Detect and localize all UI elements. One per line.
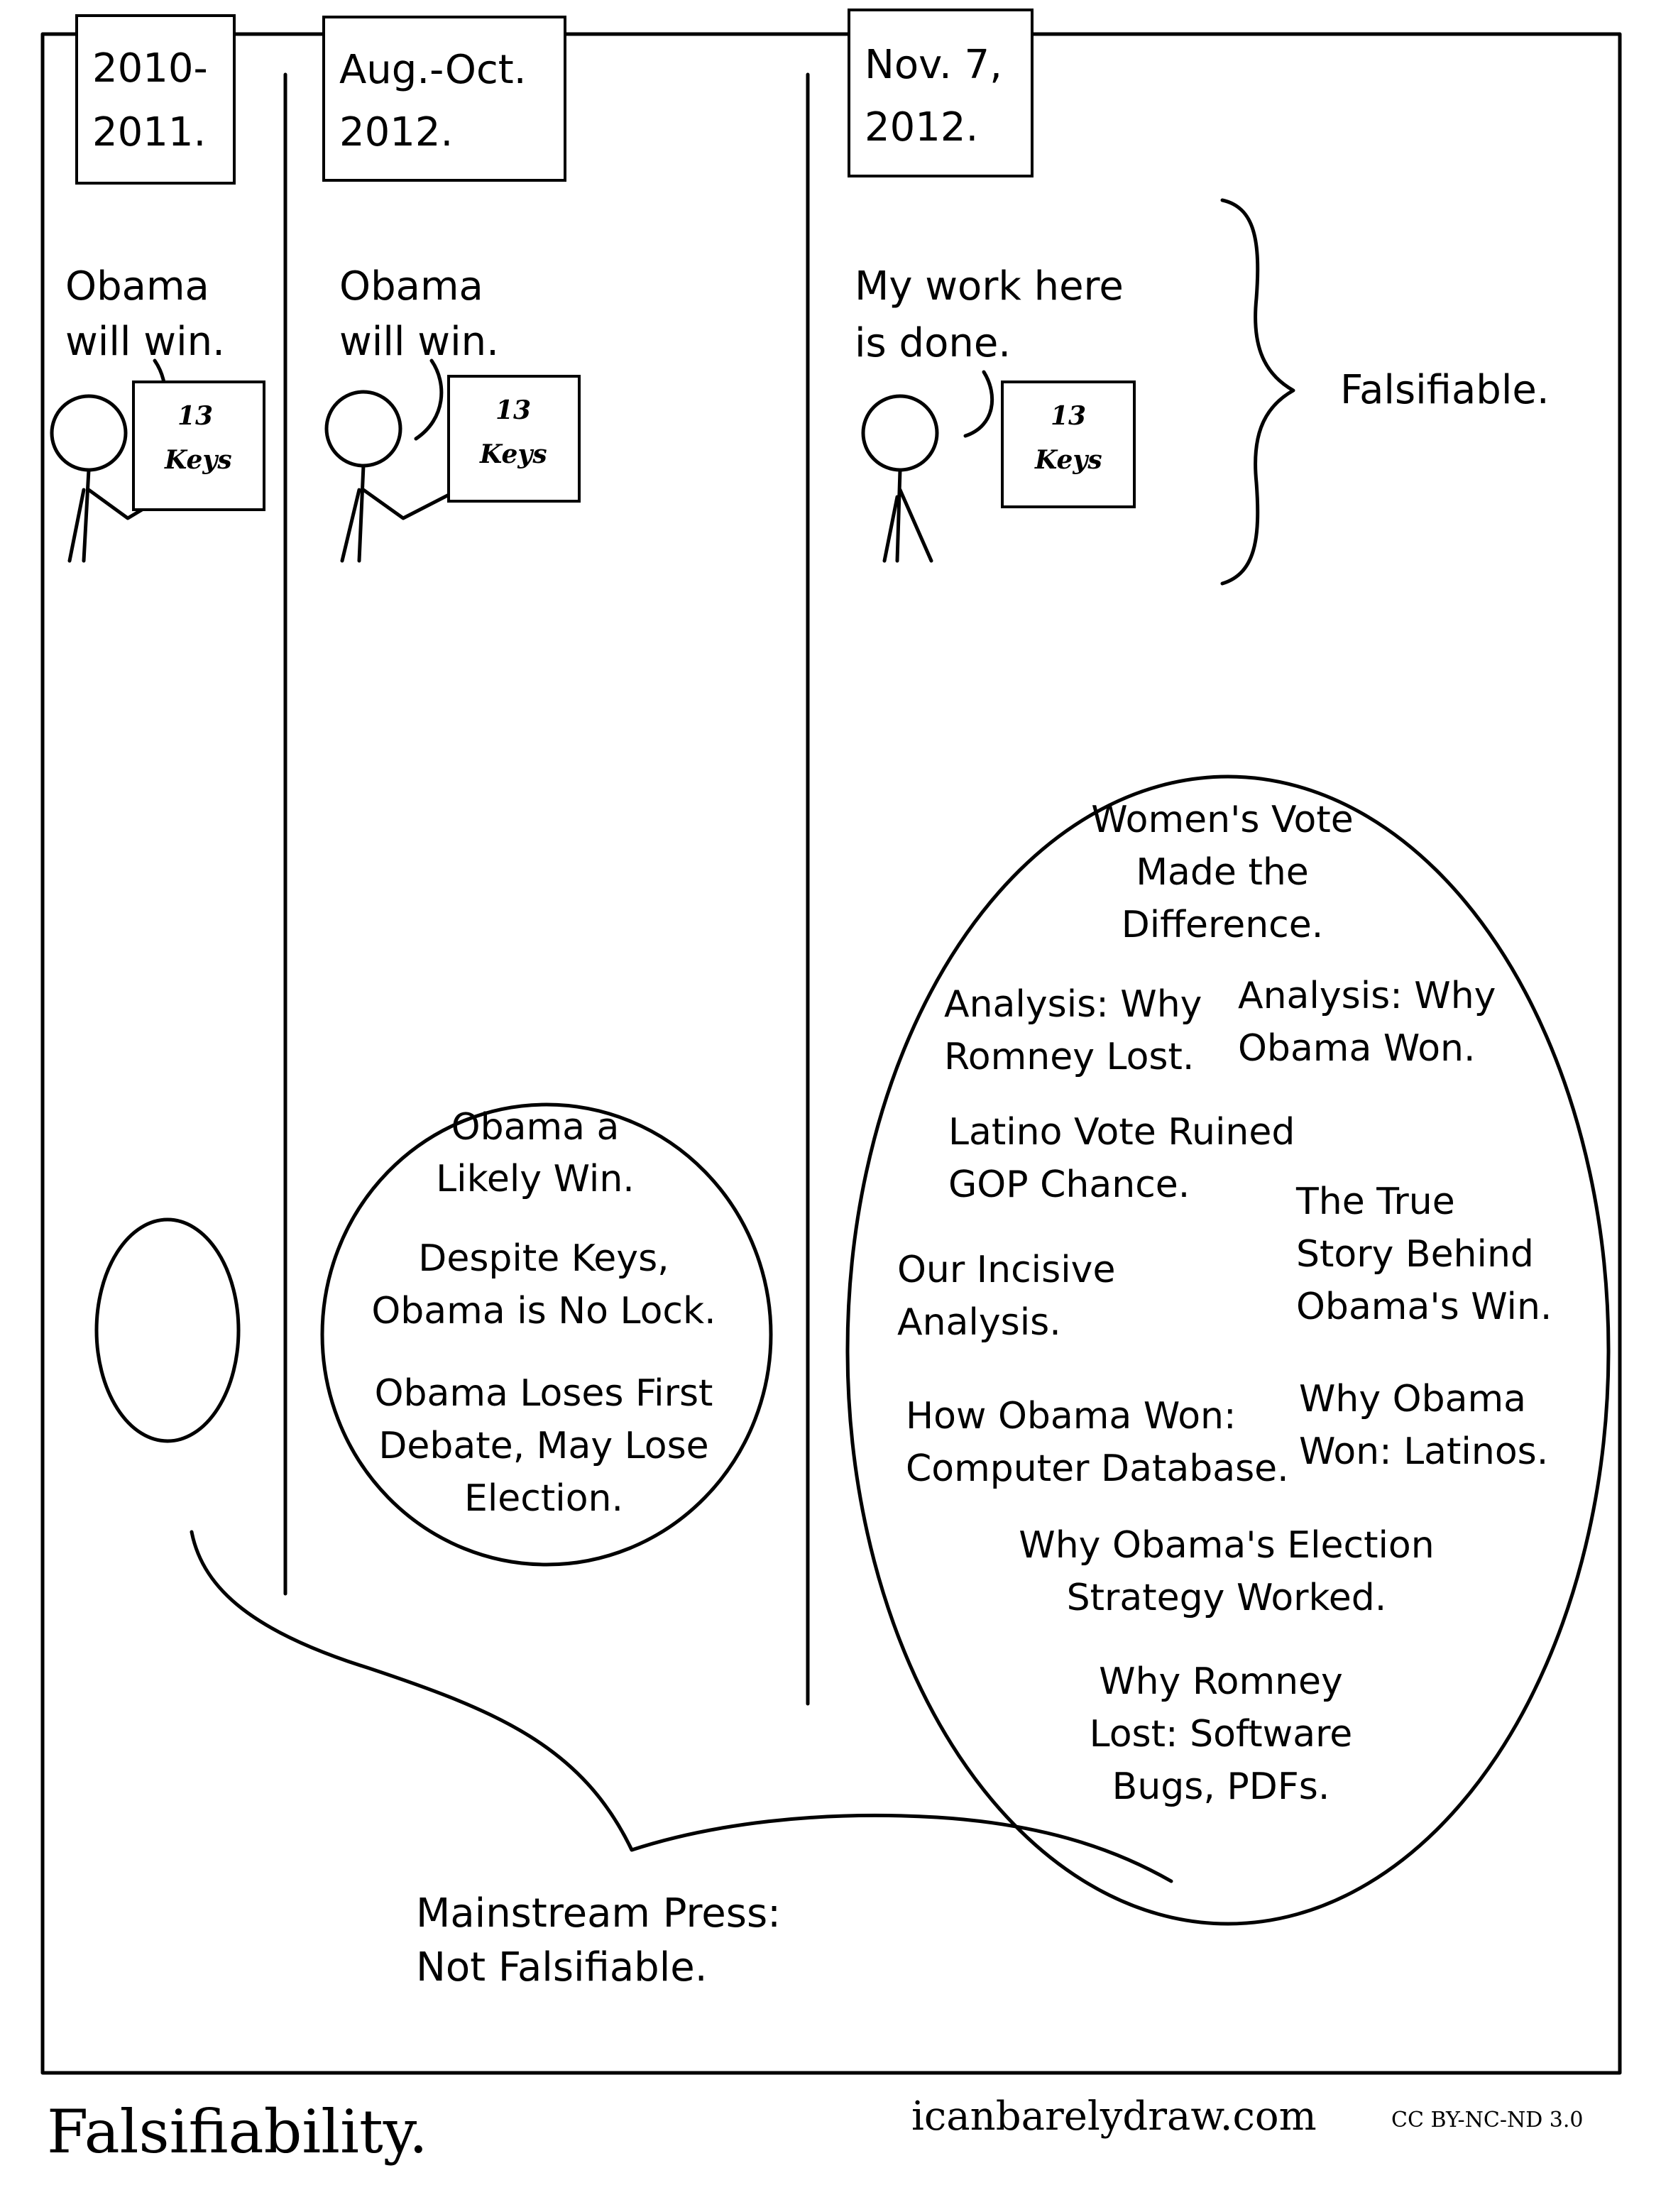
sign-13-keys-2: 13 Keys <box>447 375 581 503</box>
bottom-label-line: Mainstream Press: <box>416 1890 781 1937</box>
headline-line: Likely Win. <box>436 1158 635 1200</box>
comic-title: Falsifiability. <box>47 2097 428 2167</box>
headline-line: Lost: Software <box>1090 1713 1353 1756</box>
headline-line: Obama Loses First <box>375 1372 713 1415</box>
right-headlines: Women's Vote Made the Difference. Analys… <box>897 799 1552 1808</box>
headline-line: GOP Chance. <box>948 1164 1190 1206</box>
speech-line: My work here <box>855 263 1124 310</box>
headline-line: Why Obama's Election <box>1019 1524 1434 1567</box>
bottom-brace <box>190 1530 1173 1883</box>
headline-line: Obama's Win. <box>1296 1286 1552 1328</box>
caption-line: 2012. <box>339 109 453 155</box>
headline-line: Made the <box>1136 851 1309 894</box>
caption-box-nov-7-2012: Nov. 7, 2012. <box>848 9 1034 177</box>
caption-box-2010-2011: 2010- 2011. <box>75 14 236 185</box>
headline-line: Won: Latinos. <box>1299 1430 1548 1473</box>
speech-line: is done. <box>855 320 1011 366</box>
stick-figure-2 <box>324 358 455 563</box>
sign-13-keys-1: 13 Keys <box>132 380 265 511</box>
site-name: icanbarelydraw.com <box>911 2093 1317 2140</box>
headline-line: How Obama Won: <box>906 1395 1237 1438</box>
headline-line: Romney Lost. <box>944 1036 1194 1078</box>
headline-line: Analysis: Why <box>944 983 1202 1026</box>
headline-line: Women's Vote <box>1091 799 1353 841</box>
headline-line: Election. <box>464 1477 623 1520</box>
speech-line: will win. <box>339 319 499 365</box>
headline-line: Obama Won. <box>1238 1027 1476 1070</box>
empty-headline-bubble <box>94 1217 241 1443</box>
sign-number: 13 <box>495 395 531 425</box>
headline-line: Why Obama <box>1299 1378 1526 1420</box>
headline-bubble-aug-oct <box>320 1102 773 1567</box>
stick-figure-3 <box>861 370 994 563</box>
headline-line: Obama is No Lock. <box>371 1290 716 1332</box>
headline-line: Analysis: Why <box>1238 975 1496 1017</box>
headline-line: Story Behind <box>1296 1233 1534 1276</box>
headline-line: Debate, May Lose <box>378 1425 708 1467</box>
speech-line: will win. <box>65 319 225 365</box>
caption-line: 2010- <box>92 45 208 92</box>
headline-line: Why Romney <box>1099 1660 1343 1703</box>
headline-line: The True <box>1295 1181 1455 1223</box>
headline-line: Despite Keys, <box>418 1237 669 1280</box>
sign-word: Keys <box>1034 445 1102 475</box>
caption-line: 2012. <box>865 104 978 150</box>
sign-word: Keys <box>164 445 232 475</box>
panel-frame <box>40 32 1622 2075</box>
headline-line: Computer Database. <box>906 1447 1289 1490</box>
headline-line: Strategy Worked. <box>1067 1577 1387 1619</box>
caption-line: Nov. 7, <box>865 42 1002 88</box>
caption-box-aug-oct-2012: Aug.-Oct. 2012. <box>322 16 566 182</box>
headline-line: Bugs, PDFs. <box>1112 1765 1330 1808</box>
speech-line: Obama <box>339 263 483 310</box>
brace-label: Falsifiable. <box>1340 367 1550 413</box>
sign-word: Keys <box>479 439 547 469</box>
bottom-label-line: Not Falsifiable. <box>416 1944 708 1991</box>
curly-brace <box>1220 198 1295 586</box>
headline-line: Our Incisive <box>897 1249 1115 1291</box>
caption-line: 2011. <box>92 109 206 155</box>
license-text: CC BY-NC-ND 3.0 <box>1391 2108 1584 2132</box>
middle-headlines: Obama a Likely Win. Despite Keys, Obama … <box>371 1106 716 1520</box>
speech-line: Obama <box>65 263 209 310</box>
sign-number: 13 <box>1051 401 1086 431</box>
headline-bubble-nov-7 <box>845 774 1611 1926</box>
headline-line: Latino Vote Ruined <box>948 1111 1295 1154</box>
sign-number: 13 <box>177 401 213 431</box>
headline-line: Obama a <box>451 1106 620 1149</box>
headline-line: Difference. <box>1122 904 1324 946</box>
sign-13-keys-3: 13 Keys <box>1001 380 1136 508</box>
caption-line: Aug.-Oct. <box>339 47 527 93</box>
headline-line: Analysis. <box>897 1301 1061 1344</box>
